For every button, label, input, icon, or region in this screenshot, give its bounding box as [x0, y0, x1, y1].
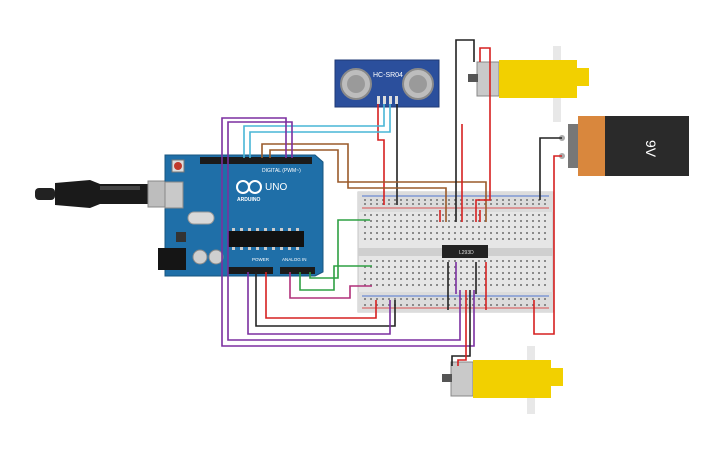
wire-sensor-vcc	[377, 104, 385, 205]
wire-5v	[265, 272, 377, 319]
power-pins-label: POWER	[252, 257, 270, 262]
wires	[221, 39, 562, 366]
motor-bottom[interactable]	[442, 346, 563, 414]
wire-battery-positive	[539, 137, 562, 200]
motor-top[interactable]	[468, 46, 589, 122]
wire-purple-2	[221, 117, 475, 347]
ultrasonic-sensor[interactable]: HC-SR04	[334, 59, 440, 108]
wire-gnd-arduino	[255, 272, 396, 327]
wire-battery-negative	[533, 155, 562, 335]
battery-9v[interactable]: 9V	[559, 116, 689, 176]
wire-motor-bottom-black	[451, 290, 471, 366]
arduino-model-label: UNO	[265, 182, 287, 193]
wire-motor-top-red	[475, 47, 491, 222]
driver-ic-label: L293D	[459, 250, 474, 256]
digital-pins-label: DIGITAL (PWM~)	[262, 168, 301, 174]
wire-gnd-arduino-2	[247, 272, 391, 335]
usb-cable	[35, 180, 169, 208]
wire-purple-1	[227, 121, 461, 341]
motor-driver-ic[interactable]: L293D	[442, 245, 488, 258]
battery-label: 9V	[643, 140, 659, 158]
wire-brown-2	[269, 149, 487, 222]
arduino-brand-label: ARDUINO	[237, 197, 260, 203]
wire-green	[309, 219, 370, 279]
wire-green-2	[299, 265, 372, 291]
wire-motor-bottom-red	[457, 290, 467, 366]
wire-magenta	[289, 272, 372, 299]
sensor-label: HC-SR04	[373, 72, 403, 79]
wire-motor-top-black	[455, 39, 475, 222]
analog-pins-label: ANALOG IN	[282, 257, 307, 262]
wire-sensor-trig	[243, 104, 385, 158]
wire-brown-1	[261, 143, 447, 222]
arduino-uno-board[interactable]: UNO ARDUINO DIGITAL (PWM~) POWER ANALOG …	[158, 154, 324, 277]
wire-sensor-echo	[249, 104, 391, 158]
arduino-logo-icon	[236, 180, 262, 194]
